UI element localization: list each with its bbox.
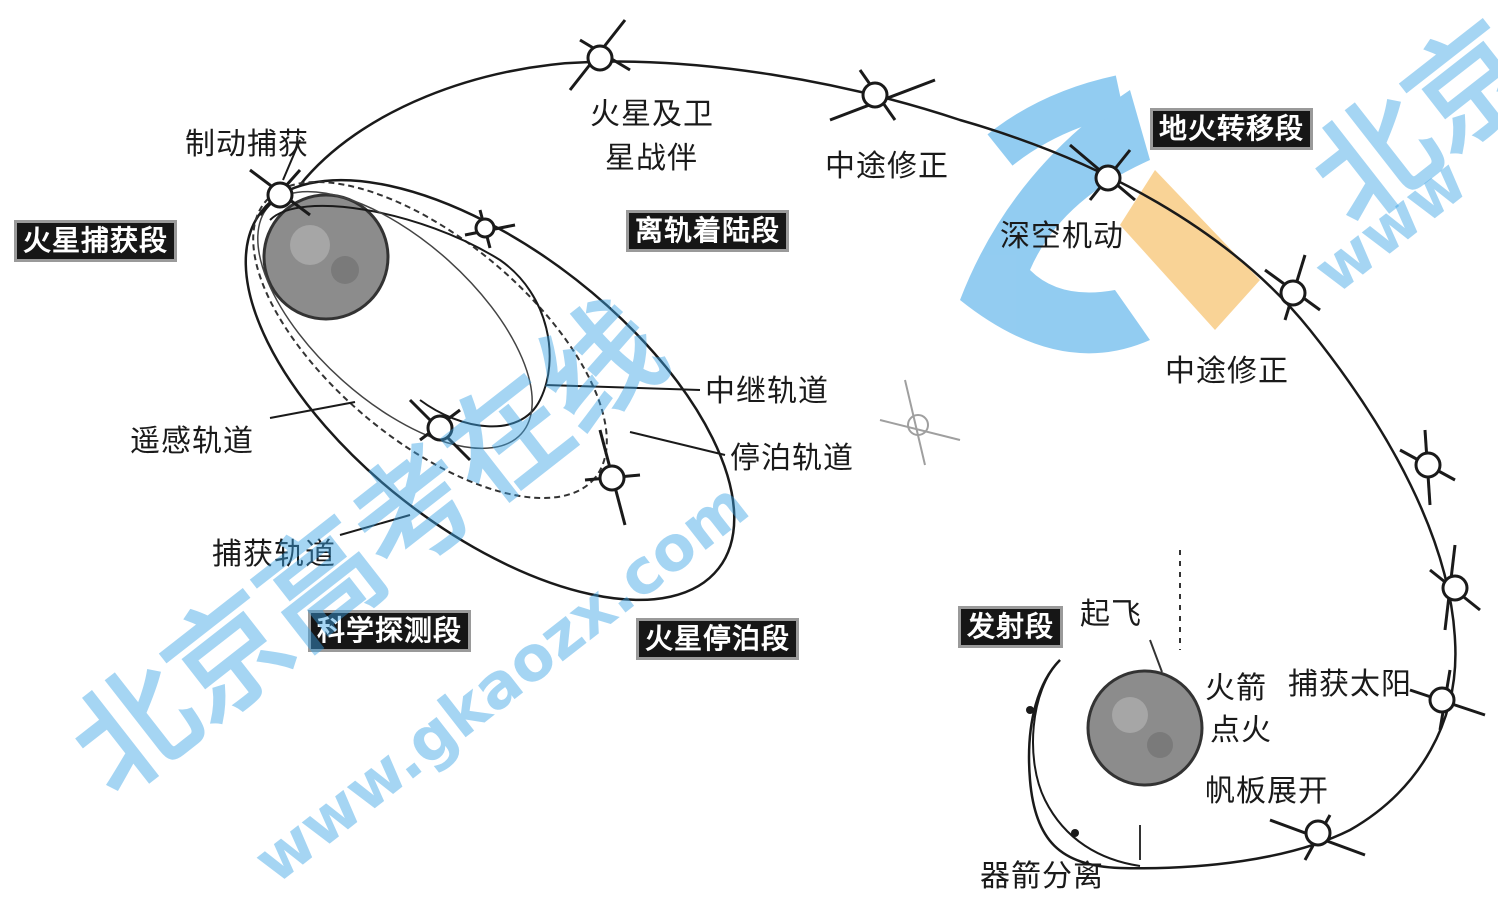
spacecraft-icon xyxy=(584,429,641,526)
tag-mars-capture: 火星捕获段 xyxy=(14,220,178,262)
leader-line xyxy=(269,401,356,419)
mars-texture xyxy=(331,256,359,284)
tag-launch: 发射段 xyxy=(958,606,1064,648)
tag-mars-parking: 火星停泊段 xyxy=(636,618,800,660)
label-braking-capture: 制动捕获 xyxy=(185,127,309,162)
spacecraft-icon xyxy=(1264,254,1321,321)
liftoff-line xyxy=(1149,639,1163,673)
spacecraft-icon xyxy=(1069,143,1136,202)
label-lander-separation-1: 火星及卫 xyxy=(590,97,714,132)
label-stage-separation: 器箭分离 xyxy=(980,859,1104,894)
trajectory-dot xyxy=(1026,706,1034,714)
mid-orbit xyxy=(269,204,551,428)
spacecraft-icon xyxy=(829,69,936,122)
transfer-orbit xyxy=(299,60,1457,870)
label-lander-separation-2: 星战伴 xyxy=(605,141,698,176)
label-capture-sun: 捕获太阳 xyxy=(1288,667,1412,702)
label-mid-orbit: 中继轨道 xyxy=(705,374,829,409)
label-rocket-ignition-1: 火箭 xyxy=(1205,671,1267,706)
tag-science-exploration: 科学探测段 xyxy=(308,610,472,652)
label-deep-space-maneuver: 深空机动 xyxy=(1000,219,1124,254)
spacecraft-icon xyxy=(1429,544,1481,631)
spacecraft-icon xyxy=(1409,669,1486,731)
earth-texture xyxy=(1112,697,1148,733)
leader-line xyxy=(339,514,411,536)
leader-line xyxy=(544,384,701,391)
label-midcourse-correction-2: 中途修正 xyxy=(1165,354,1289,389)
spacecraft-icon xyxy=(408,398,472,462)
label-liftoff: 起飞 xyxy=(1080,597,1142,632)
label-rocket-ignition-2: 点火 xyxy=(1210,713,1272,748)
trajectory-dot xyxy=(1071,829,1079,837)
tag-earth-mars-transfer: 地火转移段 xyxy=(1150,108,1314,150)
label-remote-sensing-orbit: 遥感轨道 xyxy=(130,424,254,459)
tag-deorbit-landing: 离轨着陆段 xyxy=(626,210,790,252)
label-capture-orbit: 捕获轨道 xyxy=(212,537,336,572)
mars-texture xyxy=(290,225,330,265)
earth-planet xyxy=(1086,669,1204,787)
spacecraft-icon xyxy=(879,379,961,466)
earth-texture xyxy=(1147,732,1173,758)
leader-line xyxy=(629,431,726,456)
spacecraft-icon xyxy=(249,168,311,217)
spacecraft-icon xyxy=(1269,814,1366,861)
label-midcourse-correction-1: 中途修正 xyxy=(825,149,949,184)
earth-parking-orbit xyxy=(1032,659,1141,867)
leader-line xyxy=(282,139,301,181)
watermark-logo xyxy=(960,75,1260,354)
spacecraft-icon xyxy=(1399,429,1456,506)
label-parking-orbit: 停泊轨道 xyxy=(730,441,854,476)
spacecraft-icon xyxy=(568,19,631,91)
label-panel-deploy: 帆板展开 xyxy=(1205,774,1329,809)
spacecraft-icon xyxy=(464,209,516,249)
